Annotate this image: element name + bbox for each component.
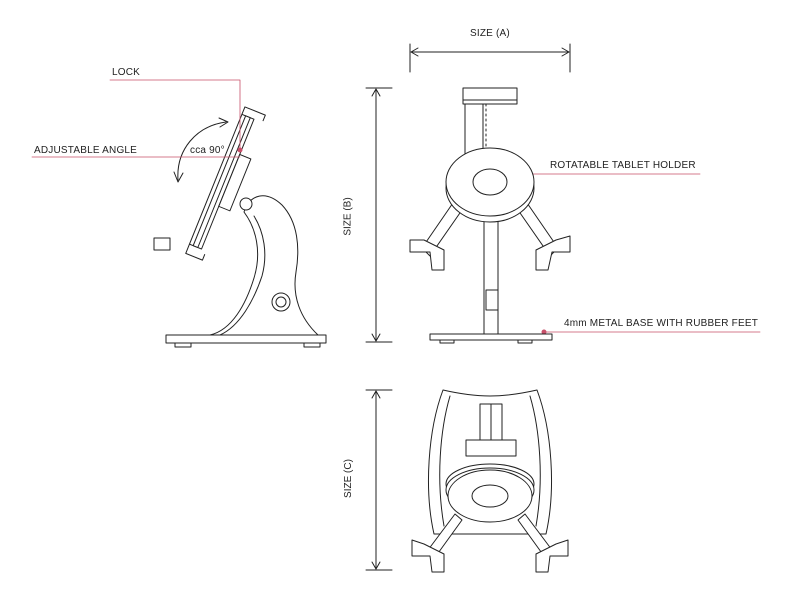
callouts bbox=[31, 79, 761, 333]
side-clamp-top-hook bbox=[241, 106, 266, 122]
side-rubber-foot-left bbox=[174, 342, 192, 348]
size-a-arrow-left bbox=[410, 47, 419, 57]
side-base-plate bbox=[165, 334, 327, 344]
size-c-label: SIZE (C) bbox=[342, 459, 354, 498]
side-pivot-joint bbox=[239, 197, 253, 211]
lock-callout-dot bbox=[237, 147, 243, 153]
top-left-hook bbox=[411, 539, 445, 573]
front-top-clamp-lip bbox=[462, 99, 518, 105]
base-callout-dot bbox=[541, 329, 547, 335]
side-clamp-bar-inner bbox=[192, 115, 251, 248]
metal-base-label: 4mm METAL BASE WITH RUBBER FEET bbox=[564, 318, 758, 329]
top-base-inner-left bbox=[439, 395, 451, 527]
top-base-inner-right bbox=[529, 395, 541, 527]
lock-label: LOCK bbox=[112, 67, 141, 78]
side-knob-inner bbox=[275, 296, 287, 308]
size-b-arrow-bottom bbox=[371, 333, 381, 342]
angle-arrow-head-down bbox=[173, 171, 184, 183]
angle-arc bbox=[177, 121, 227, 181]
angle-value-label: cca 90° bbox=[190, 145, 225, 156]
side-clamp-bottom-hook bbox=[185, 243, 206, 261]
front-right-hook bbox=[535, 235, 571, 271]
rotatable-holder-label: ROTATABLE TABLET HOLDER bbox=[550, 160, 696, 171]
top-right-hook bbox=[535, 539, 569, 573]
front-foot-left bbox=[439, 339, 455, 344]
front-left-hook bbox=[409, 239, 445, 271]
size-a-label: SIZE (A) bbox=[470, 28, 510, 39]
top-upper-clamp bbox=[465, 439, 517, 457]
side-rubber-foot-right bbox=[303, 342, 321, 348]
top-view bbox=[365, 389, 569, 573]
front-base-plate bbox=[429, 333, 553, 341]
size-a-arrow-right bbox=[561, 47, 570, 57]
side-tablet-clamp bbox=[185, 106, 266, 261]
front-view bbox=[365, 43, 571, 344]
angle-arrow-head-right bbox=[218, 117, 229, 128]
front-foot-right bbox=[517, 339, 533, 344]
side-view bbox=[153, 106, 327, 348]
side-clamp-mount-block bbox=[218, 153, 252, 212]
adjustable-angle-label: ADJUSTABLE ANGLE bbox=[34, 145, 138, 156]
front-post bbox=[483, 213, 499, 339]
front-upper-bar bbox=[464, 103, 484, 155]
size-c-arrow-bottom bbox=[371, 561, 381, 570]
top-holder-center bbox=[471, 484, 509, 508]
front-holder-center bbox=[472, 168, 508, 196]
front-post-joint bbox=[485, 289, 499, 311]
size-c-arrow-top bbox=[371, 390, 381, 399]
size-b-label: SIZE (B) bbox=[342, 197, 354, 236]
size-b-arrow-top bbox=[371, 88, 381, 97]
side-clamp-knob bbox=[153, 237, 171, 251]
lock-callout-line bbox=[109, 79, 241, 149]
side-stand-inner-edge bbox=[219, 215, 266, 336]
